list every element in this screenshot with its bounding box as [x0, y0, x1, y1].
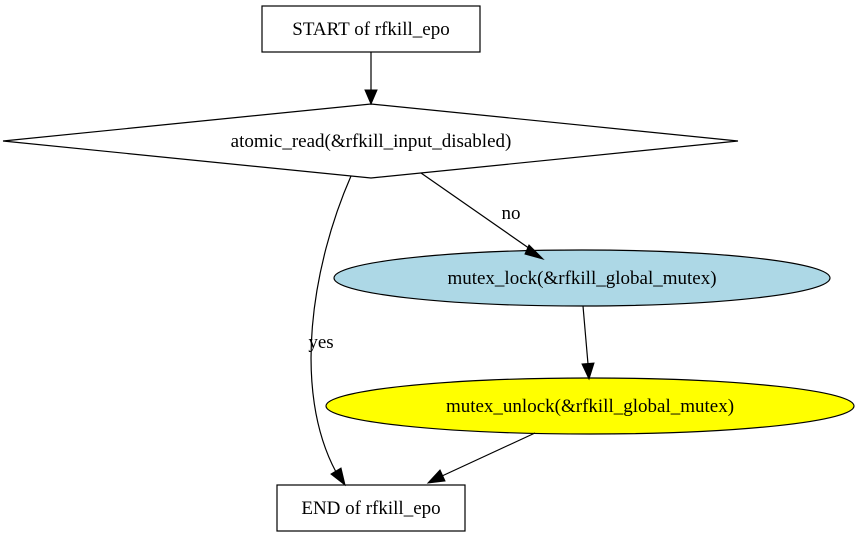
- edge-label-no: no: [502, 203, 521, 224]
- start-label: START of rfkill_epo: [292, 19, 449, 40]
- unlock-label: mutex_unlock(&rfkill_global_mutex): [446, 396, 734, 417]
- lock-label: mutex_lock(&rfkill_global_mutex): [447, 268, 716, 289]
- edge-unlock-to-end-line: [441, 432, 536, 477]
- node-end: END of rfkill_epo: [276, 484, 466, 532]
- edge-decision-to-lock: no: [420, 172, 545, 260]
- start-box: [261, 5, 481, 53]
- edge-decision-to-end: yes: [308, 175, 352, 487]
- unlock-ellipse: [325, 377, 855, 435]
- edge-unlock-to-end-arrow: [426, 469, 446, 484]
- decision-diamond: [2, 103, 739, 179]
- edge-decision-to-end-line: [310, 175, 352, 473]
- node-lock: mutex_lock(&rfkill_global_mutex): [333, 249, 831, 307]
- edge-unlock-to-end: [426, 432, 536, 484]
- edge-lock-to-unlock-arrow: [581, 362, 595, 381]
- edge-start-to-decision: [364, 52, 378, 106]
- decision-label: atomic_read(&rfkill_input_disabled): [231, 131, 512, 152]
- end-label: END of rfkill_epo: [301, 498, 440, 519]
- edge-start-to-decision-arrow: [364, 89, 378, 106]
- edge-decision-to-lock-line: [420, 172, 534, 252]
- edge-lock-to-unlock-line: [582, 305, 589, 365]
- node-unlock: mutex_unlock(&rfkill_global_mutex): [325, 377, 855, 435]
- edge-label-yes: yes: [308, 332, 333, 353]
- node-decision: atomic_read(&rfkill_input_disabled): [2, 103, 739, 179]
- edge-decision-to-lock-arrow: [524, 244, 545, 260]
- edge-lock-to-unlock: [581, 305, 595, 381]
- lock-ellipse: [333, 249, 831, 307]
- end-box: [276, 484, 466, 532]
- edge-decision-to-end-arrow: [330, 467, 346, 487]
- node-start: START of rfkill_epo: [261, 5, 481, 53]
